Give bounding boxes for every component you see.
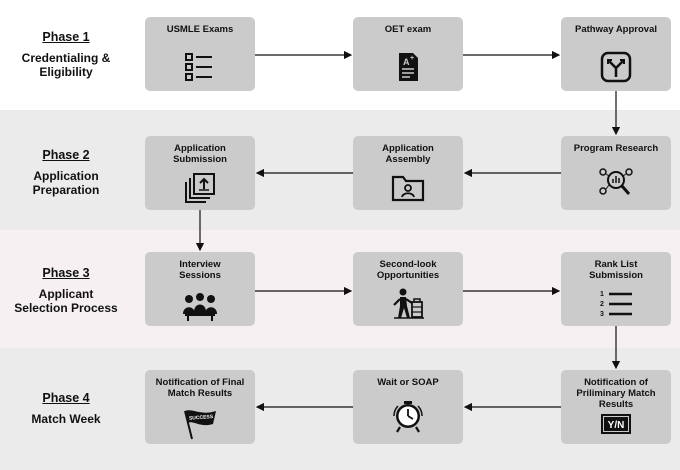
checklist-icon xyxy=(185,53,212,81)
phase-3-desc-line1: Applicant xyxy=(38,287,94,301)
sign-text: Y/N xyxy=(607,420,625,431)
folder-icon xyxy=(391,175,425,202)
phase-2-label: Phase 2 Application Preparation xyxy=(0,148,132,197)
step-final-match-results: Notification of Final Match Results SUCC… xyxy=(145,370,255,444)
step-label-line1: Application xyxy=(174,143,226,154)
step-program-research: Program Research xyxy=(561,136,671,210)
split-path-icon xyxy=(600,51,632,83)
step-label-line2: Sessions xyxy=(179,270,221,281)
step-label-line1: Notification of xyxy=(584,377,648,388)
step-label-line2: Assembly xyxy=(385,154,431,165)
step-label-line2: Submission xyxy=(173,154,227,165)
step-label-line1: Second-look xyxy=(379,259,437,270)
phase-1-title: Phase 1 xyxy=(42,30,90,44)
svg-text:2: 2 xyxy=(600,301,604,308)
search-analytics-icon xyxy=(599,168,633,195)
phase-1-label: Phase 1 Credentialing & Eligibility xyxy=(0,30,132,79)
step-usmle-exams: USMLE Exams xyxy=(145,17,255,91)
step-label: USMLE Exams xyxy=(166,24,234,35)
phase-4-desc-line1: Match Week xyxy=(31,412,101,426)
step-pathway-approval: Pathway Approval xyxy=(561,17,671,91)
phase-3-label: Phase 3 Applicant Selection Process xyxy=(0,266,132,315)
step-label-line2: Opportunities xyxy=(376,270,440,281)
step-label-line2: Match Results xyxy=(167,388,233,399)
phase-1-desc-line2: Eligibility xyxy=(39,65,93,79)
svg-text:1: 1 xyxy=(600,291,604,298)
alarm-clock-icon xyxy=(393,401,423,433)
phase-3-desc-line2: Selection Process xyxy=(14,301,118,315)
step-label-line3: Results xyxy=(598,399,634,410)
meeting-icon xyxy=(183,293,217,321)
step-label: Pathway Approval xyxy=(574,24,657,35)
phase-3-title: Phase 3 xyxy=(42,266,90,280)
step-wait-or-soap: Wait or SOAP xyxy=(353,370,463,444)
upload-stack-icon xyxy=(185,173,215,203)
step-label: Program Research xyxy=(573,143,659,154)
step-label-line1: Application xyxy=(382,143,434,154)
step-label-line1: Rank List xyxy=(594,259,638,270)
phase-2-title: Phase 2 xyxy=(42,148,90,162)
step-application-submission: Application Submission xyxy=(145,136,255,210)
step-preliminary-match: Notification of Priliminary Match Result… xyxy=(561,370,671,444)
yes-no-sign-icon: Y/N xyxy=(601,414,631,434)
step-label-line1: Notification of Final xyxy=(155,377,245,388)
numbered-list-icon: 1 2 3 xyxy=(600,291,632,318)
step-label-line1: Interview xyxy=(179,259,221,270)
svg-text:3: 3 xyxy=(600,311,604,318)
step-application-assembly: Application Assembly xyxy=(353,136,463,210)
step-label-line2: Submission xyxy=(589,270,643,281)
svg-text:+: + xyxy=(410,55,414,62)
phase-4-label: Phase 4 Match Week xyxy=(0,391,132,426)
step-rank-list-submission: Rank List Submission 1 2 3 xyxy=(561,252,671,326)
graded-document-icon: A + xyxy=(399,53,418,81)
phase-1-desc-line1: Credentialing & xyxy=(21,51,111,65)
visitor-tour-icon xyxy=(393,288,424,319)
step-second-look: Second-look Opportunities xyxy=(353,252,463,326)
step-label: Wait or SOAP xyxy=(377,377,439,388)
phase-4-title: Phase 4 xyxy=(42,391,90,405)
phase-2-desc-line2: Preparation xyxy=(32,183,100,197)
success-flag-icon: SUCCESS xyxy=(184,410,216,440)
step-oet-exam: OET exam A + xyxy=(353,17,463,91)
phase-2-desc-line1: Application xyxy=(33,169,99,183)
svg-text:A: A xyxy=(403,57,410,67)
step-label: OET exam xyxy=(384,24,432,35)
step-label-line2: Priliminary Match xyxy=(576,388,656,399)
flag-text: SUCCESS xyxy=(189,414,214,422)
step-interview-sessions: Interview Sessions xyxy=(145,252,255,326)
